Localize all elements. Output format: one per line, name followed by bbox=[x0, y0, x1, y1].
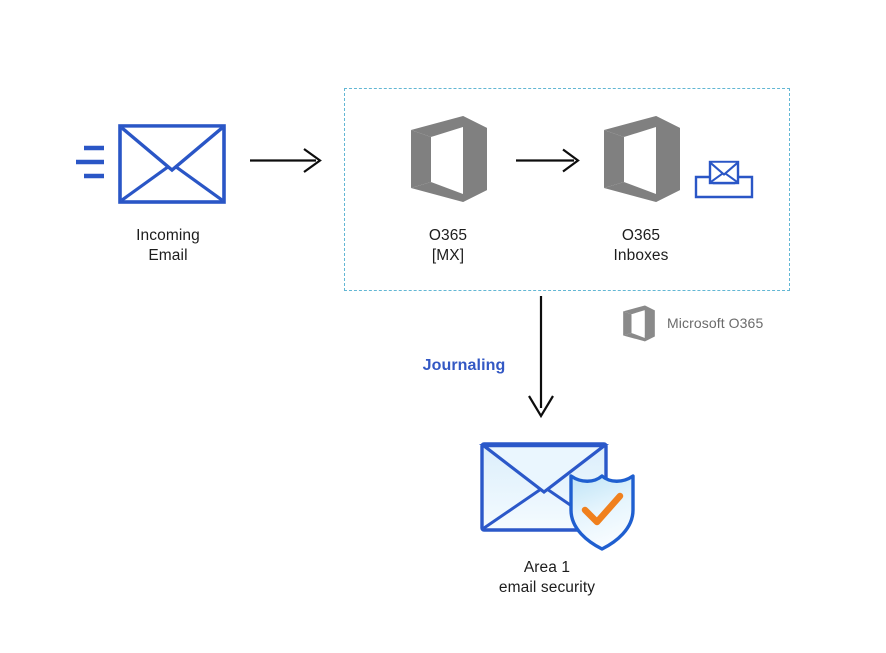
o365-boundary-group bbox=[344, 88, 790, 291]
arrow-right-icon bbox=[516, 148, 580, 173]
arrow-down-icon bbox=[528, 296, 554, 419]
label-line-1: Area 1 bbox=[523, 559, 571, 576]
node-area1-label: Area 1 email security bbox=[452, 558, 642, 598]
secure-envelope-shield-icon bbox=[478, 442, 635, 551]
edge-mx-to-inboxes bbox=[516, 143, 588, 178]
label-line-2: email security bbox=[498, 579, 596, 596]
legend-o365-label: Microsoft O365 bbox=[667, 315, 764, 331]
envelope-icon bbox=[76, 124, 226, 204]
node-o365-inboxes bbox=[598, 110, 686, 206]
node-o365-mx bbox=[405, 110, 493, 206]
label-line-2: Email bbox=[148, 247, 188, 264]
label-line-2: [MX] bbox=[431, 247, 465, 264]
label-line-1: O365 bbox=[428, 227, 468, 244]
legend-o365 bbox=[620, 303, 658, 343]
label-line-2: Inboxes bbox=[613, 247, 669, 264]
o365-logo-icon bbox=[411, 116, 487, 202]
check-icon bbox=[581, 492, 624, 526]
envelope-body bbox=[118, 124, 226, 204]
o365-logo-icon bbox=[623, 305, 655, 342]
label-line-1: Incoming bbox=[136, 227, 200, 244]
edge-inboxes-to-area1 bbox=[522, 296, 562, 424]
node-o365-mx-label: O365 [MX] bbox=[383, 226, 513, 266]
o365-logo-icon bbox=[604, 116, 680, 202]
node-inbox-badge bbox=[692, 157, 756, 202]
edge-incoming-to-mx bbox=[250, 143, 330, 178]
node-incoming-email bbox=[70, 115, 230, 215]
speed-lines-icon bbox=[76, 145, 104, 179]
label-line-1: O365 bbox=[621, 227, 661, 244]
inbox-tray-icon bbox=[694, 160, 754, 199]
node-area1-email-security bbox=[466, 430, 638, 552]
arrow-right-icon bbox=[250, 148, 322, 173]
edge-journaling-label: Journaling bbox=[422, 357, 506, 374]
